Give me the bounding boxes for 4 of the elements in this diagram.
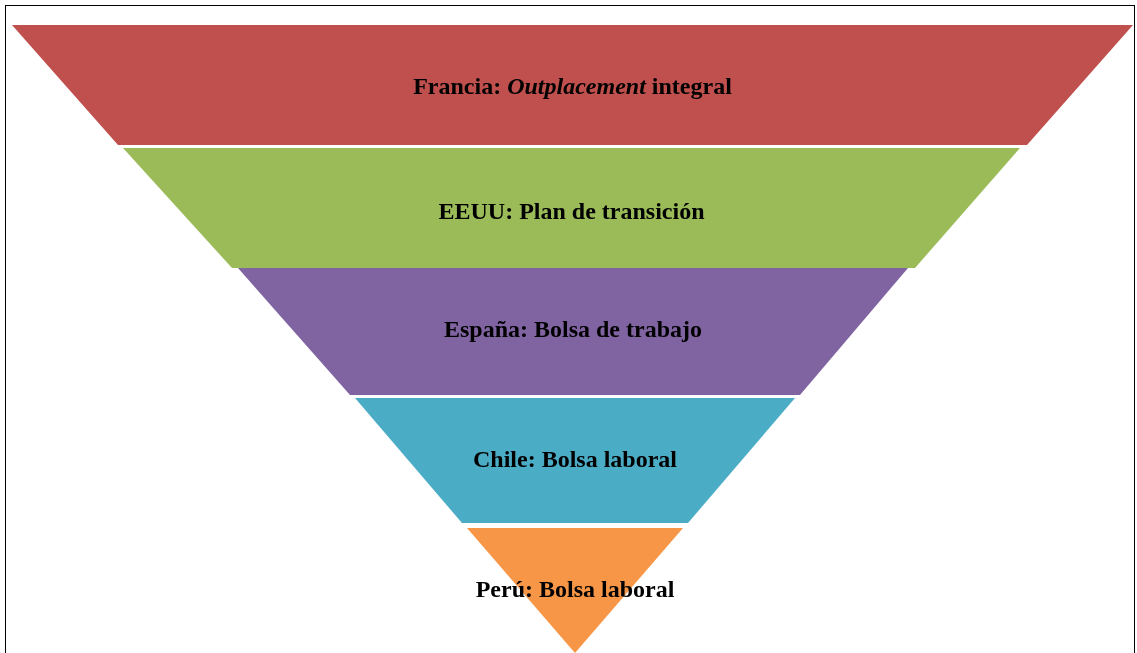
band-label: Francia: Outplacement integral [413,73,732,100]
band-label: España: Bolsa de trabajo [443,316,702,343]
band-label: EEUU: Plan de transición [438,198,705,225]
band-label: Chile: Bolsa laboral [473,446,677,473]
